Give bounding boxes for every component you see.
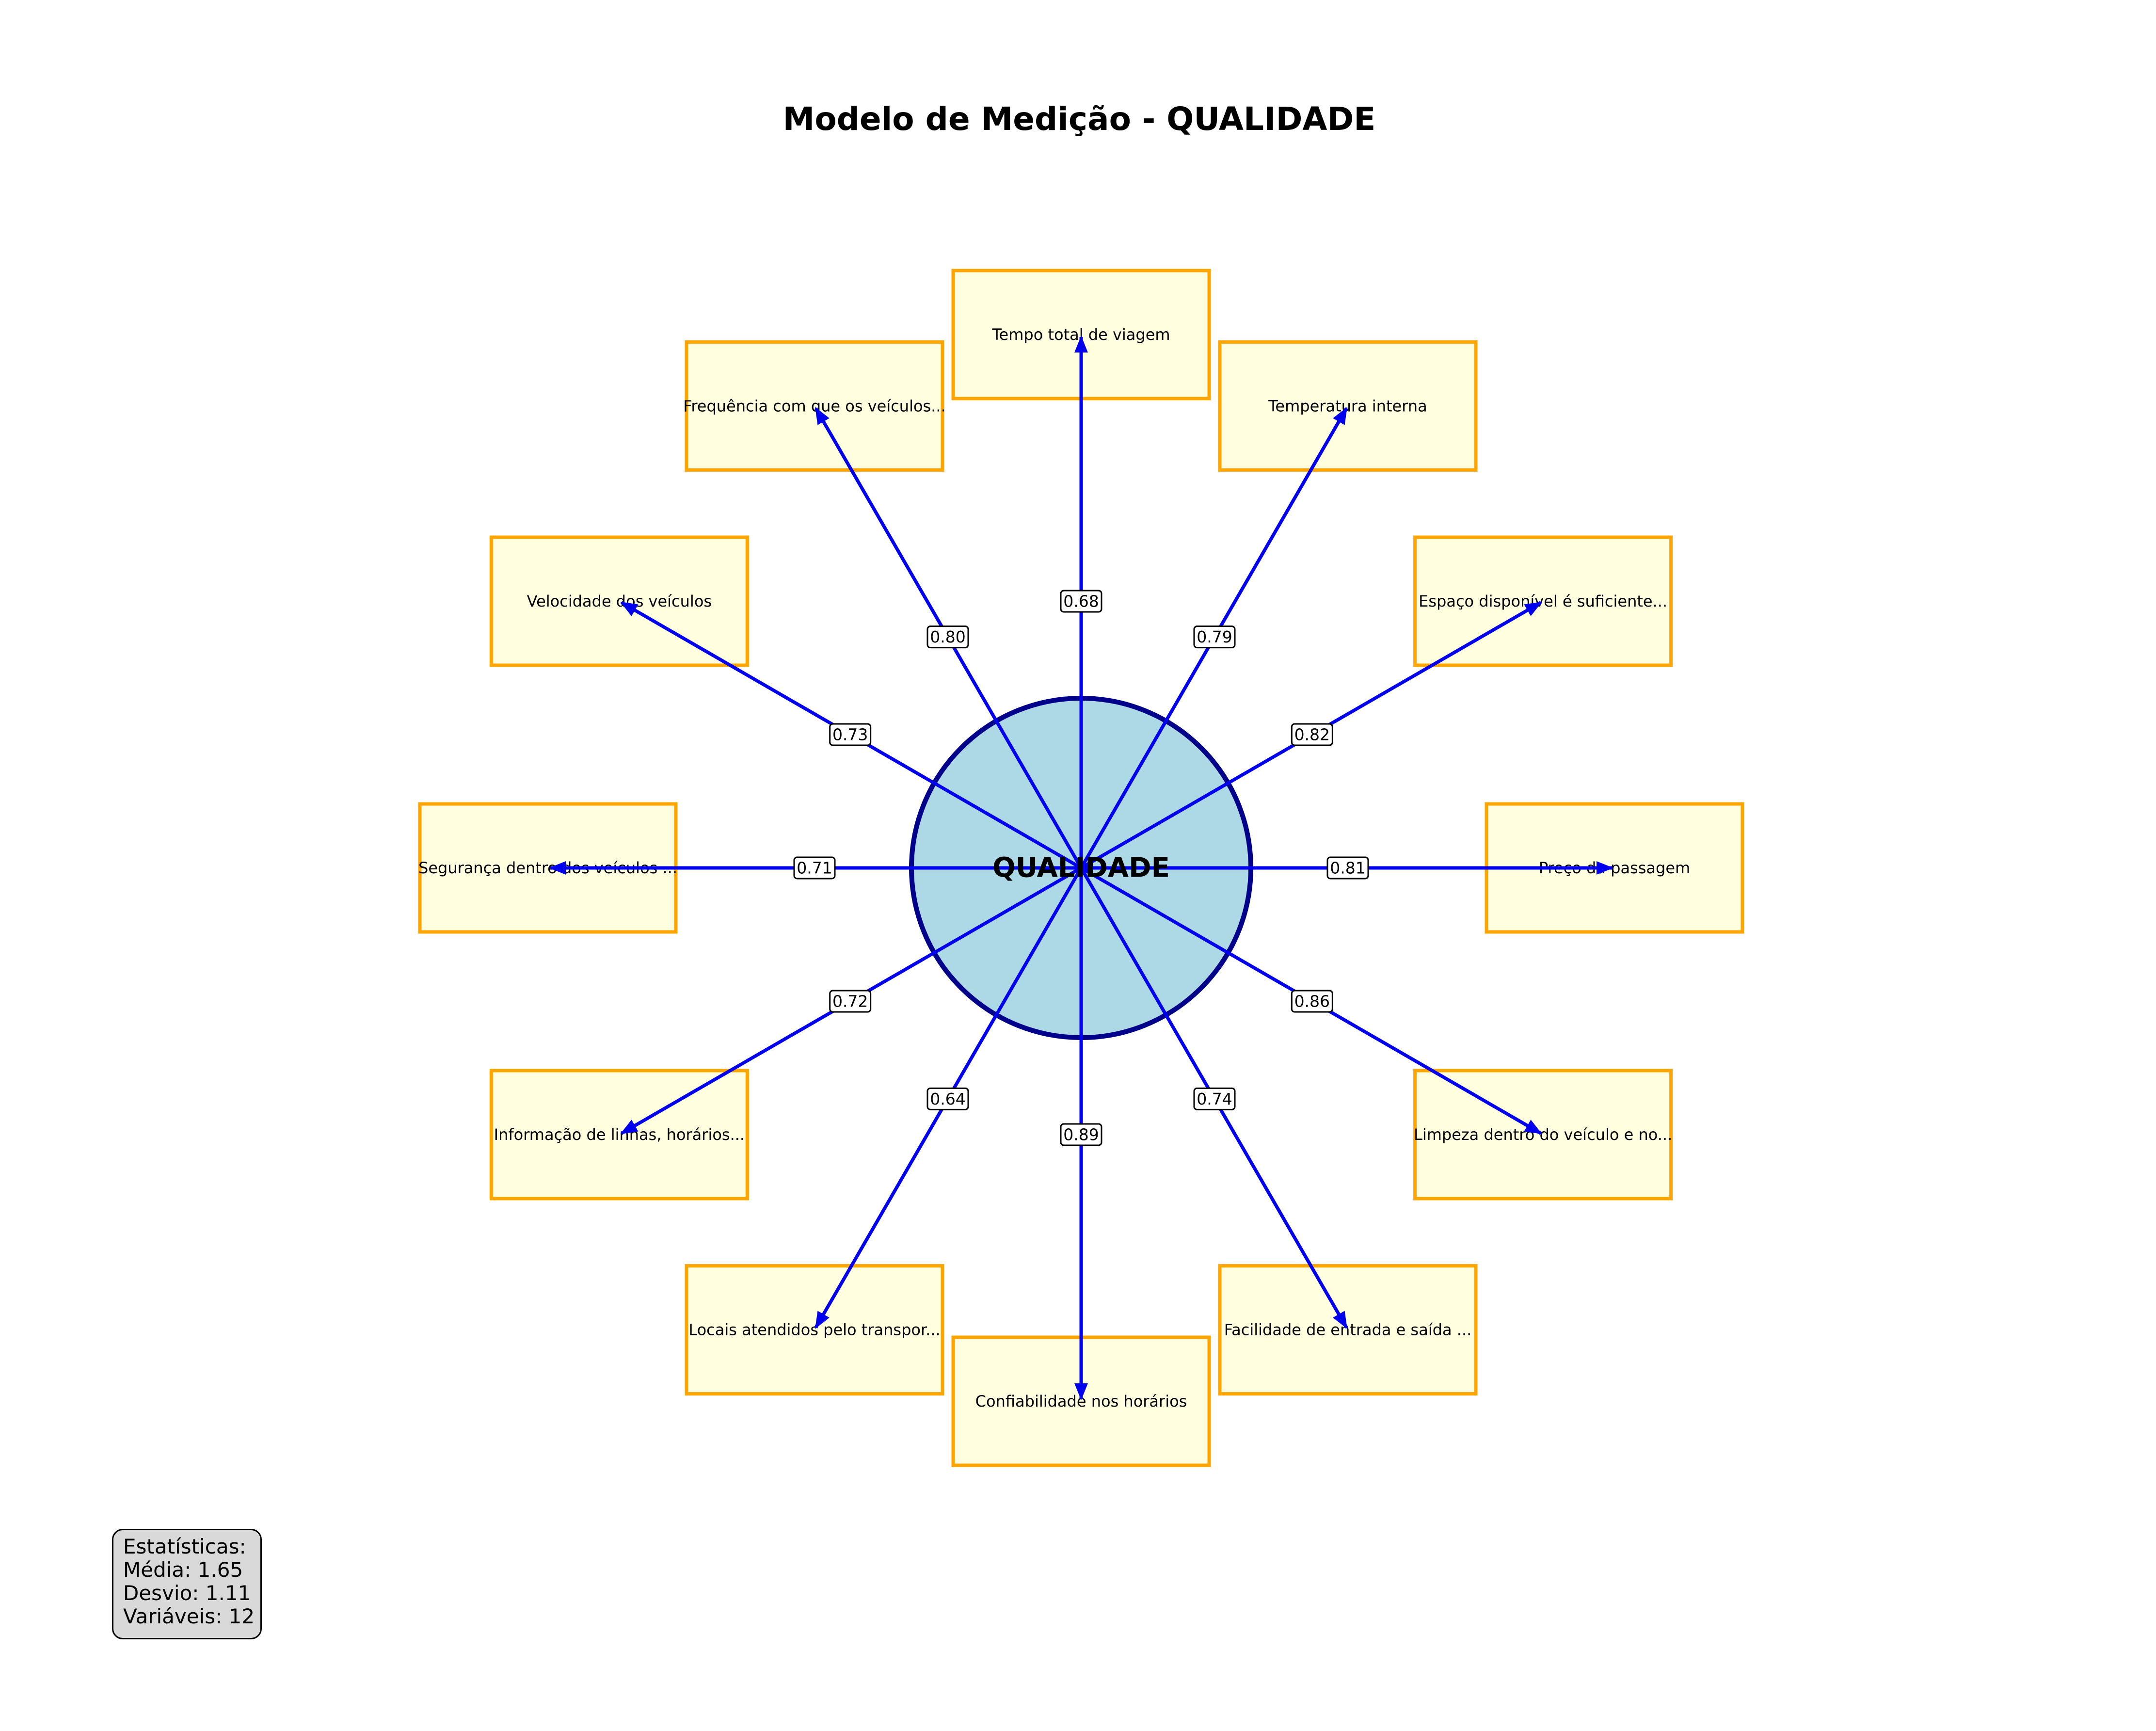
indicator-rect (1218, 1264, 1478, 1396)
loading-value: 0.79 (1193, 625, 1236, 649)
indicator-box: Velocidade dos veículos (489, 535, 749, 667)
loading-value-box (829, 990, 872, 1013)
loading-value: 0.86 (1291, 990, 1333, 1013)
loading-value-box (926, 1087, 969, 1110)
loading-value-box (1193, 625, 1236, 649)
indicator-label: Limpeza dentro do veículo e no... (1414, 1125, 1672, 1144)
loading-value-box (1291, 723, 1333, 746)
loading-value-text: 0.89 (1063, 1125, 1099, 1144)
loading-value-text: 0.72 (832, 992, 868, 1011)
loading-value: 0.68 (1060, 590, 1102, 613)
indicator-rect (1413, 535, 1673, 667)
indicator-box: Temperatura interna (1218, 340, 1478, 472)
loading-value-text: 0.81 (1330, 859, 1365, 878)
loading-value-text: 0.71 (797, 859, 832, 878)
loading-value-text: 0.68 (1063, 592, 1099, 611)
loading-value-box (1326, 856, 1369, 880)
indicator-label: Facilidade de entrada e saída ... (1224, 1321, 1472, 1339)
stats-sd: Desvio: 1.11 (123, 1581, 251, 1605)
loading-value: 0.64 (926, 1087, 969, 1110)
loading-value-text: 0.86 (1294, 992, 1330, 1011)
indicator-rect (1218, 340, 1478, 472)
indicator-label: Informação de linhas, horários... (494, 1125, 745, 1144)
indicator-rect (489, 1069, 749, 1201)
loading-value-box (926, 625, 969, 649)
loading-value-box (1193, 1087, 1236, 1110)
stats-heading: Estatísticas: (123, 1535, 246, 1558)
loading-value: 0.82 (1291, 723, 1333, 746)
indicator-label: Espaço disponível é suficiente... (1419, 592, 1667, 610)
loading-value-box (1060, 1123, 1102, 1146)
loading-value-text: 0.73 (832, 725, 868, 744)
indicator-label: Temperatura interna (1268, 397, 1427, 415)
indicator-label: Velocidade dos veículos (527, 592, 712, 610)
indicator-box: Informação de linhas, horários... (489, 1069, 749, 1201)
loading-value-box (1291, 990, 1333, 1013)
loading-value: 0.72 (829, 990, 872, 1013)
indicator-box: Frequência com que os veículos... (683, 340, 946, 472)
indicator-box: Locais atendidos pelo transpor... (685, 1264, 944, 1396)
loading-value-box (793, 856, 836, 880)
loading-value: 0.74 (1193, 1087, 1236, 1110)
loading-value-box (1060, 590, 1102, 613)
stats-box: Estatísticas: Média: 1.65 Desvio: 1.11 V… (112, 1529, 262, 1639)
loading-value: 0.73 (829, 723, 872, 746)
indicator-rect (685, 1264, 944, 1396)
stats-count: Variáveis: 12 (123, 1604, 255, 1628)
indicator-box: Preço da passagem (1485, 802, 1744, 934)
loading-value-text: 0.79 (1197, 627, 1232, 646)
loading-value-text: 0.74 (1197, 1090, 1232, 1108)
loading-value: 0.80 (926, 625, 969, 649)
loading-value-text: 0.80 (930, 627, 965, 646)
diagram-title: Modelo de Medição - QUALIDADE (783, 100, 1376, 138)
indicator-rect (685, 340, 944, 472)
loading-labels: 0.68 0.79 0.82 0.81 0.86 0.74 0.89 0.64 0.72 0.71… (793, 590, 1369, 1146)
indicator-box: Limpeza dentro do veículo e no... (1413, 1069, 1673, 1201)
indicator-box: Espaço disponível é suficiente... (1413, 535, 1673, 667)
indicator-rect (489, 535, 749, 667)
indicator-rect (1413, 1069, 1673, 1201)
loading-value-box (829, 723, 872, 746)
indicator-label: Frequência com que os veículos... (683, 397, 945, 415)
stats-mean: Média: 1.65 (123, 1558, 243, 1582)
loading-value: 0.81 (1326, 856, 1369, 880)
loading-value: 0.71 (793, 856, 836, 880)
loading-value: 0.89 (1060, 1123, 1102, 1146)
indicator-label: Locais atendidos pelo transpor... (688, 1321, 940, 1339)
indicator-box: Facilidade de entrada e saída ... (1218, 1264, 1478, 1396)
construct-label: QUALIDADE (992, 852, 1170, 884)
loading-value-text: 0.64 (930, 1090, 965, 1108)
loading-value-text: 0.82 (1294, 725, 1330, 744)
